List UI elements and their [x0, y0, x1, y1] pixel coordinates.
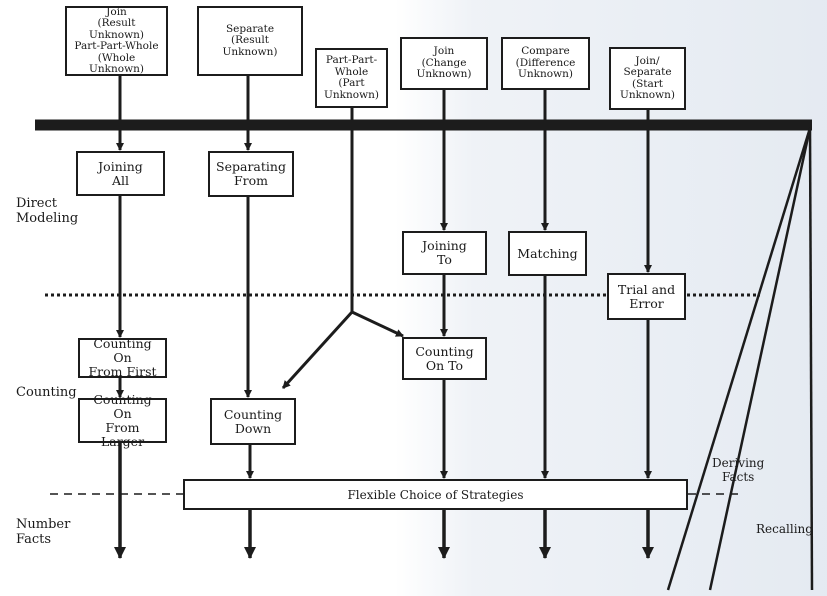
strategy-counting-on-from-first: Counting On From First: [78, 337, 167, 379]
problem-join-change-unknown: Join (Change Unknown): [400, 37, 488, 90]
problem-separate-result-unknown: Separate (Result Unknown): [197, 6, 303, 76]
problem-compare-difference-unknown: Compare (Difference Unknown): [501, 37, 590, 90]
level-number-facts: Number Facts: [16, 517, 71, 547]
arrow-ppw-to-counting-down: [281, 310, 354, 390]
label-recalling: Recalling: [756, 522, 813, 536]
label-deriving-facts: Deriving Facts: [712, 456, 765, 484]
strategy-counting-down: Counting Down: [210, 398, 296, 445]
recalling-path: [808, 127, 814, 591]
strategy-counting-on-to: Counting On To: [402, 337, 487, 380]
strategy-trial-and-error: Trial and Error: [607, 273, 686, 320]
deriving-facts-path-inner: [708, 127, 812, 591]
level-counting: Counting: [16, 385, 77, 400]
strategy-joining-all: Joining All: [76, 151, 165, 196]
problem-join-separate-start-unknown: Join/ Separate (Start Unknown): [609, 47, 686, 110]
problem-join-result-unknown: Join (Result Unknown) Part-Part-Whole (W…: [65, 6, 168, 76]
strategy-joining-to: Joining To: [402, 231, 487, 275]
problem-part-part-whole-part-unknown: Part-Part- Whole (Part Unknown): [315, 48, 388, 108]
strategy-counting-on-from-larger: Counting On From Larger: [78, 392, 167, 448]
deriving-facts-path-outer: [666, 127, 812, 591]
strategy-flexible-choice: Flexible Choice of Strategies: [183, 479, 688, 510]
arrow-ppw-to-counting-on-to: [351, 310, 404, 338]
strategy-separating-from: Separating From: [208, 151, 294, 197]
level-direct-modeling: Direct Modeling: [16, 196, 79, 226]
strategy-matching: Matching: [508, 231, 587, 276]
